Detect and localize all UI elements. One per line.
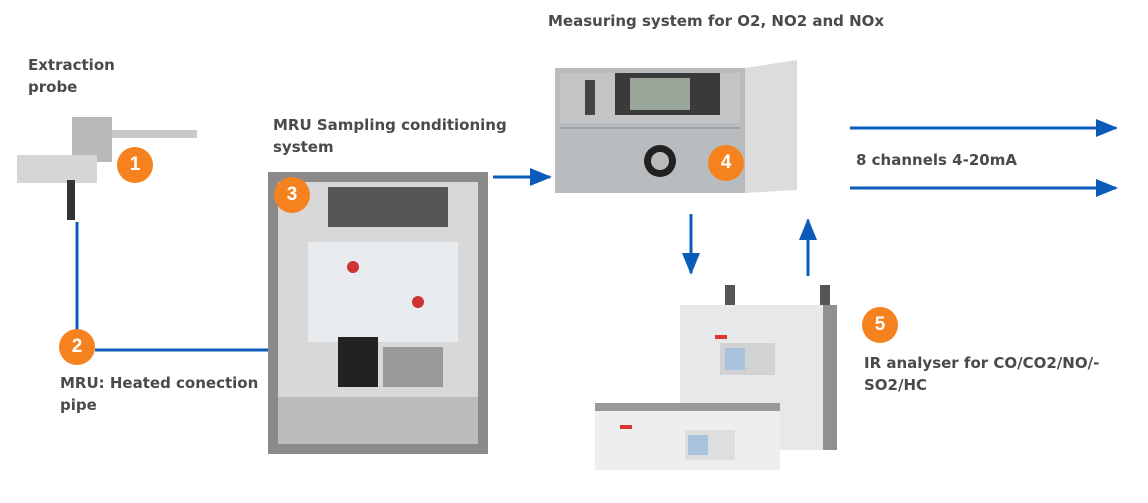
conditioning-label-line1: MRU Sampling conditioning: [273, 116, 507, 134]
ir-analyser-image: [595, 285, 837, 470]
ir-label-line1: IR analyser for CO/CO2/NO/-: [864, 354, 1100, 372]
badge-2: 2: [59, 329, 95, 365]
conditioning-label-line2: system: [273, 138, 334, 156]
ir-label-line2: SO2/HC: [864, 376, 928, 394]
probe-label-line1: Extraction: [28, 56, 115, 74]
measuring-system-label: Measuring system for O2, NO2 and NOx: [548, 12, 885, 30]
badge-1: 1: [117, 147, 153, 183]
pipe-label-line1: MRU: Heated conection: [60, 374, 259, 392]
pipe-label: MRU: Heated conection pipe: [60, 372, 258, 416]
conditioning-cabinet-image: [268, 172, 488, 454]
probe-label: Extraction probe: [28, 54, 115, 98]
output-channels-label: 8 channels 4-20mA: [856, 151, 1017, 169]
probe-label-line2: probe: [28, 78, 78, 96]
badge-3: 3: [274, 177, 310, 213]
conditioning-label: MRU Sampling conditioning system: [273, 114, 507, 158]
measuring-system-image: [555, 60, 797, 193]
ir-analyser-label: IR analyser for CO/CO2/NO/- SO2/HC: [864, 352, 1099, 396]
badge-5: 5: [862, 307, 898, 343]
pipe-label-line2: pipe: [60, 396, 97, 414]
badge-4: 4: [708, 145, 744, 181]
extraction-probe-image: [17, 117, 197, 220]
